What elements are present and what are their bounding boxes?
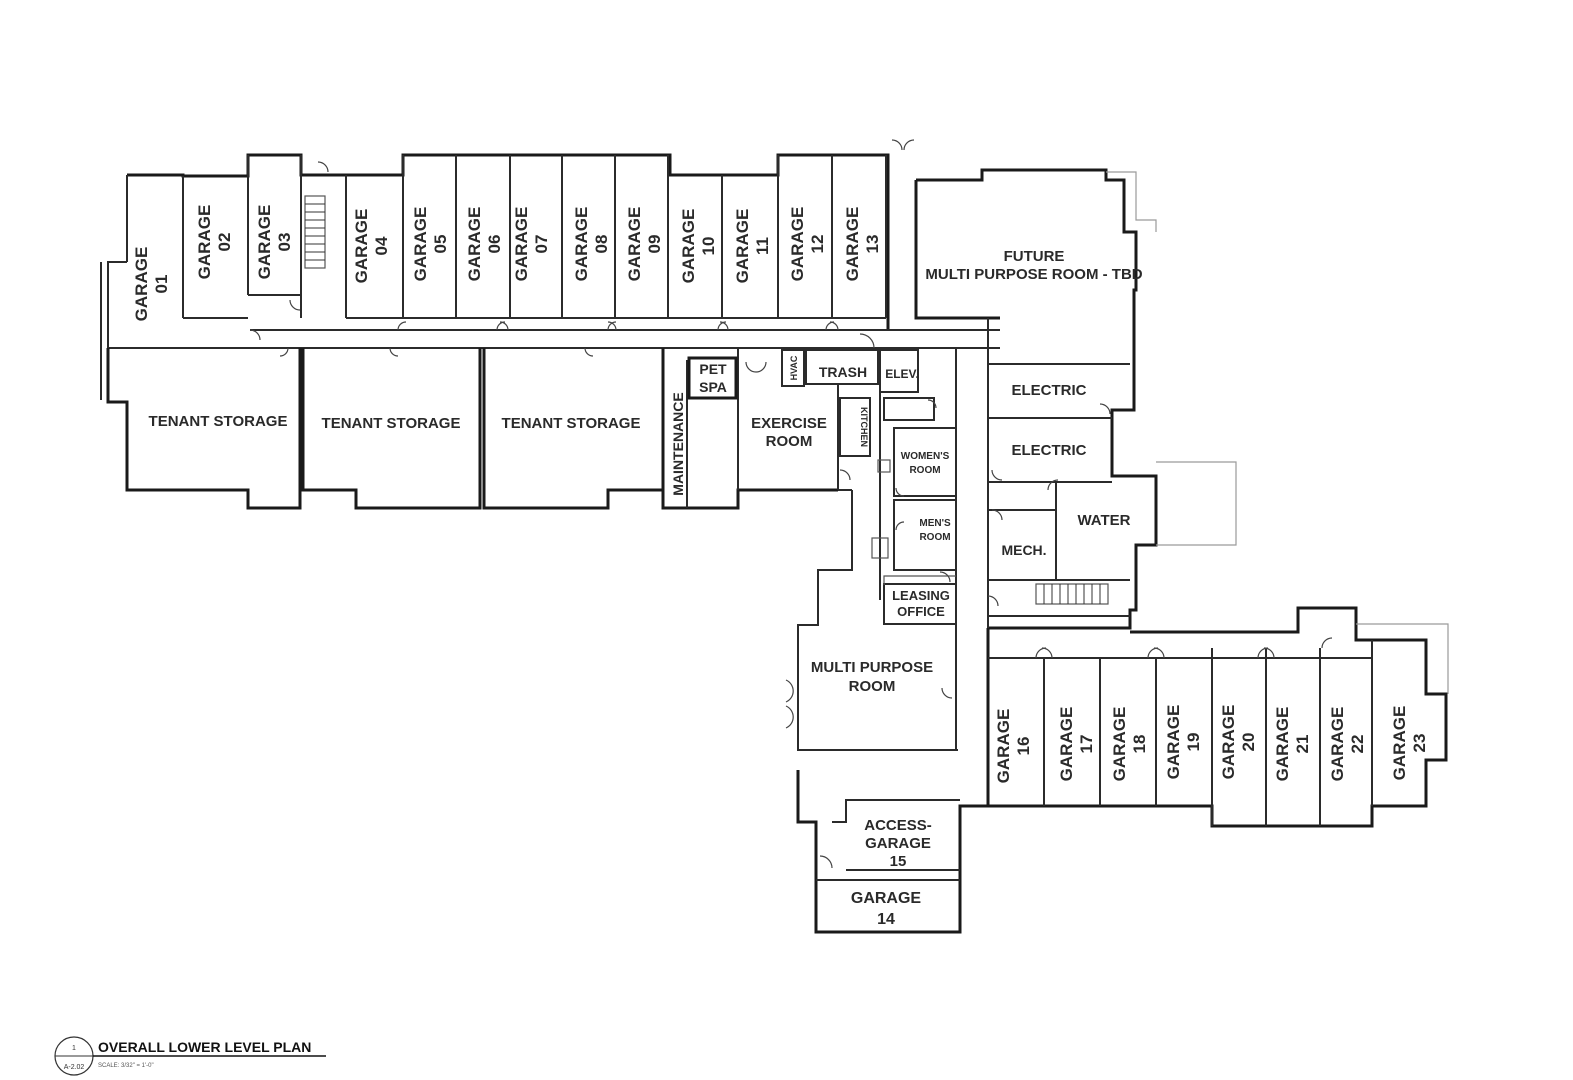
garage-13-label: GARAGE13 [843, 207, 882, 282]
garage-08-label: GARAGE08 [572, 207, 611, 282]
northeast-walls [914, 168, 1237, 630]
core-walls [781, 333, 958, 751]
south-walls [796, 770, 988, 934]
garage-18-label: GARAGE18 [1110, 707, 1149, 782]
southeast-walls [986, 606, 1449, 828]
sheet-number: A-2.02 [64, 1064, 85, 1071]
tenant-storage-3-label: TENANT STORAGE [502, 415, 641, 432]
garage-22-label: GARAGE22 [1328, 707, 1367, 782]
garage-07-label: GARAGE07 [512, 207, 551, 282]
drawing-scale: SCALE: 3/32" = 1'-0" [98, 1063, 154, 1069]
detail-number: 1 [72, 1045, 76, 1052]
garage-23-label: GARAGE23 [1390, 706, 1429, 781]
garage-17-label: GARAGE17 [1057, 707, 1096, 782]
drawing-title: OVERALL LOWER LEVEL PLAN [98, 1039, 311, 1055]
elevator-label: ELEV. [885, 367, 919, 381]
garage-04-label: GARAGE04 [352, 209, 391, 284]
garage-06-label: GARAGE06 [465, 207, 504, 282]
garage-02-label: GARAGE02 [195, 205, 234, 280]
water-label: WATER [1077, 512, 1130, 529]
garage-20-label: GARAGE20 [1219, 705, 1258, 780]
garage-10-label: GARAGE10 [679, 209, 718, 284]
tenant-storage-2-label: TENANT STORAGE [322, 415, 461, 432]
storage-row-walls [100, 347, 838, 510]
garage-05-label: GARAGE05 [411, 207, 450, 282]
west-garage-doors [249, 139, 915, 341]
garage-11-label: GARAGE11 [733, 209, 772, 284]
garage-19-label: GARAGE19 [1164, 705, 1203, 780]
garage-01-label: GARAGE01 [132, 247, 171, 322]
garage-12-label: GARAGE12 [788, 207, 827, 282]
trash-label: TRASH [819, 364, 867, 380]
garage-03-label: GARAGE03 [255, 205, 294, 280]
electric-1-label: ELECTRIC [1012, 382, 1087, 399]
hvac-label: HVAC [789, 355, 799, 380]
electric-2-label: ELECTRIC [1012, 442, 1087, 459]
title-block: 1 A-2.02 OVERALL LOWER LEVEL PLAN SCALE:… [54, 1036, 326, 1076]
kitchen-label: KITCHEN [859, 407, 869, 447]
garage-16-label: GARAGE16 [994, 709, 1033, 784]
west-wing-walls [100, 153, 1000, 350]
mech-label: MECH. [1001, 542, 1046, 558]
garage-21-label: GARAGE21 [1273, 707, 1312, 782]
maintenance-label: MAINTENANCE [670, 392, 686, 495]
tenant-storage-1-label: TENANT STORAGE [149, 413, 288, 430]
garage-09-label: GARAGE09 [625, 207, 664, 282]
